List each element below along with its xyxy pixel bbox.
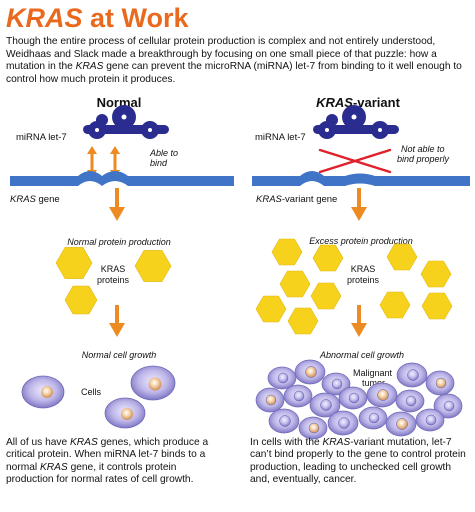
variant-explanation: In cells with the KRAS-variant mutation,… bbox=[250, 437, 472, 487]
mirna-let7-molecule-normal bbox=[83, 105, 169, 139]
mirna-dots-variant bbox=[325, 114, 382, 132]
bl-text-1: All of us have bbox=[6, 437, 70, 448]
intro-gene: KRAS bbox=[75, 61, 104, 73]
variant-proteins-label-2: proteins bbox=[347, 275, 380, 285]
intro-paragraph: Though the entire process of cellular pr… bbox=[6, 36, 470, 86]
normal-proteins-label-1: KRAS bbox=[101, 264, 126, 274]
tumor-label-1: Malignant bbox=[353, 368, 393, 378]
intro-text-2: gene can prevent the microRNA (miRNA) le… bbox=[6, 61, 462, 85]
mirna-dots-normal bbox=[95, 114, 152, 132]
kras-proteins-variant bbox=[255, 238, 453, 335]
variant-mirna-label: miRNA let-7 bbox=[255, 132, 306, 143]
kras-gene-strand-variant bbox=[252, 171, 470, 186]
bl-gene-2: KRAS bbox=[39, 461, 68, 473]
normal-bind-label-line2: bind bbox=[150, 158, 168, 168]
title-rest: at Work bbox=[82, 3, 189, 33]
normal-protein-label: Normal protein production bbox=[67, 237, 171, 247]
page-title: KRAS at Work bbox=[6, 1, 189, 35]
kras-proteins-normal bbox=[55, 247, 172, 315]
normal-heading: Normal bbox=[97, 95, 142, 110]
br-gene: KRAS bbox=[322, 437, 351, 448]
bl-gene-1: KRAS bbox=[70, 437, 98, 448]
normal-growth-label: Normal cell growth bbox=[82, 350, 157, 360]
tumor-label-2: tumor bbox=[362, 378, 385, 388]
variant-heading: KRAS-variant bbox=[316, 95, 400, 110]
down-arrow-variant-1 bbox=[351, 188, 367, 221]
variant-proteins-label-1: KRAS bbox=[351, 264, 376, 274]
variant-growth-label: Abnormal cell growth bbox=[319, 350, 404, 360]
normal-cells-label: Cells bbox=[81, 387, 102, 397]
title-gene: KRAS bbox=[6, 3, 83, 33]
variant-gene-label: KRAS-variant gene bbox=[256, 194, 337, 205]
kras-gene-strand-normal bbox=[10, 171, 234, 186]
down-arrow-variant-2 bbox=[351, 305, 367, 337]
down-arrow-normal-2 bbox=[109, 305, 125, 337]
normal-gene-label: KRAS gene bbox=[10, 194, 60, 205]
tumor-nuclei bbox=[265, 366, 455, 434]
br-text-1: In cells with the bbox=[250, 437, 323, 448]
variant-bind-label-1: Not able to bbox=[401, 144, 445, 154]
normal-bind-label-line1: Able to bbox=[149, 148, 178, 158]
br-text-2: -variant mutation, let-7 can’t bind prop… bbox=[250, 437, 466, 486]
down-arrow-normal-1 bbox=[109, 188, 125, 221]
cross-icon bbox=[318, 148, 392, 174]
normal-mirna-label: miRNA let-7 bbox=[16, 132, 67, 143]
normal-explanation: All of us have KRAS genes, which produce… bbox=[6, 437, 226, 487]
normal-cells bbox=[21, 365, 176, 429]
bl-text-2: genes, which produce a critical protein.… bbox=[6, 437, 209, 473]
variant-protein-label: Excess protein production bbox=[309, 236, 413, 246]
variant-bind-label-2: bind properly bbox=[397, 154, 450, 164]
normal-proteins-label-2: proteins bbox=[97, 275, 130, 285]
bl-text-3: gene, it controls protein production for… bbox=[6, 461, 194, 486]
intro-text-1: Though the entire process of cellular pr… bbox=[6, 36, 437, 73]
mirna-let7-molecule-variant bbox=[313, 105, 399, 139]
